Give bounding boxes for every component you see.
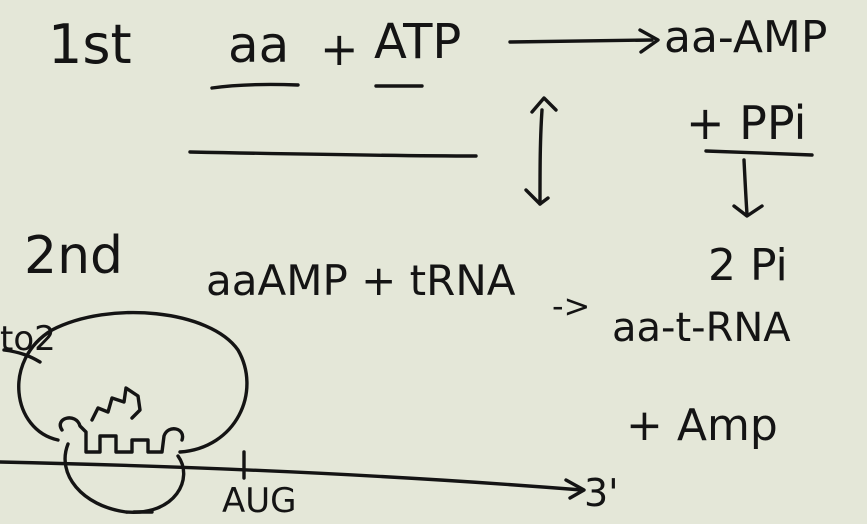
reactant-aa: aa	[228, 16, 290, 74]
mrna-end-hook	[564, 478, 586, 500]
product-aa-amp: aa-AMP	[664, 12, 828, 63]
hydrolysis-arrow-head	[732, 204, 764, 218]
three-prime-label: 3'	[584, 471, 619, 515]
trna-anticodon	[90, 386, 142, 422]
reactant-atp: ATP	[374, 14, 462, 70]
ribosome-large-subunit	[17, 310, 249, 454]
step2-reactants: aaAMP + tRNA	[206, 256, 516, 305]
reversible-arrow-bottom-head	[524, 188, 550, 206]
reversible-arrow	[538, 108, 544, 206]
ppi-bar	[704, 149, 814, 157]
codon-label: AUG	[222, 481, 297, 521]
ribosome-small-subunit	[63, 442, 186, 514]
byproduct-ppi: + PPi	[686, 96, 807, 150]
reaction-arrow-step1	[508, 38, 654, 44]
hydrolysis-arrow	[742, 158, 749, 216]
step2-product: aa-t-RNA	[612, 305, 791, 351]
step1-label: 1st	[48, 13, 132, 76]
reversible-arrow-top-head	[530, 96, 558, 114]
step2-arrow: ->	[552, 287, 591, 325]
step2-byproduct: + Amp	[626, 400, 778, 451]
mrna-strand	[0, 460, 584, 492]
hydrolysis-product-2pi: 2 Pi	[708, 240, 788, 291]
trna-shape	[58, 416, 185, 454]
label-connector	[2, 348, 42, 364]
ribosome-side-label: to2	[0, 319, 56, 359]
step2-label: 2nd	[24, 226, 124, 286]
blank-line	[188, 150, 478, 158]
underline-aa	[210, 82, 300, 90]
reaction-arrow-step1-head	[638, 28, 660, 54]
plus-sign: +	[320, 22, 359, 76]
